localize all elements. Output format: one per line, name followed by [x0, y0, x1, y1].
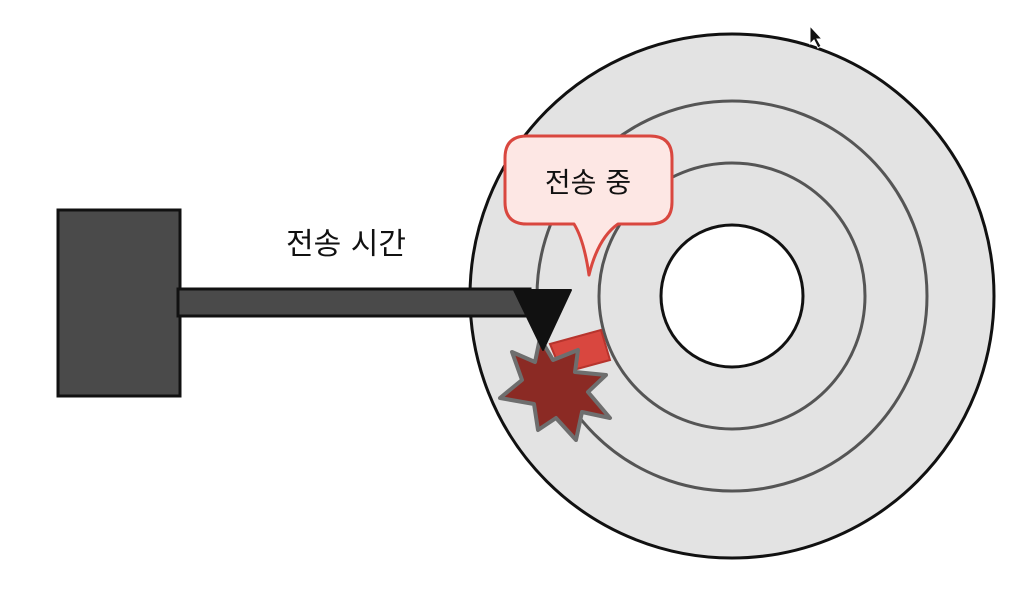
- transfer-time-label: 전송 시간: [286, 227, 406, 262]
- actuator-body: [56, 208, 182, 398]
- speech-bubble: 전송 중: [503, 134, 674, 277]
- track-inner: [597, 161, 867, 431]
- disk-actuator: [56, 208, 532, 398]
- spindle-hole: [659, 223, 805, 369]
- mouse-pointer-icon: [809, 24, 824, 49]
- speech-bubble-shape: [503, 134, 674, 277]
- read-write-head: [513, 289, 572, 351]
- actuator-arm: [176, 287, 532, 318]
- explosion-burst-icon: [498, 336, 612, 442]
- transferring-label: 전송 중: [545, 166, 631, 199]
